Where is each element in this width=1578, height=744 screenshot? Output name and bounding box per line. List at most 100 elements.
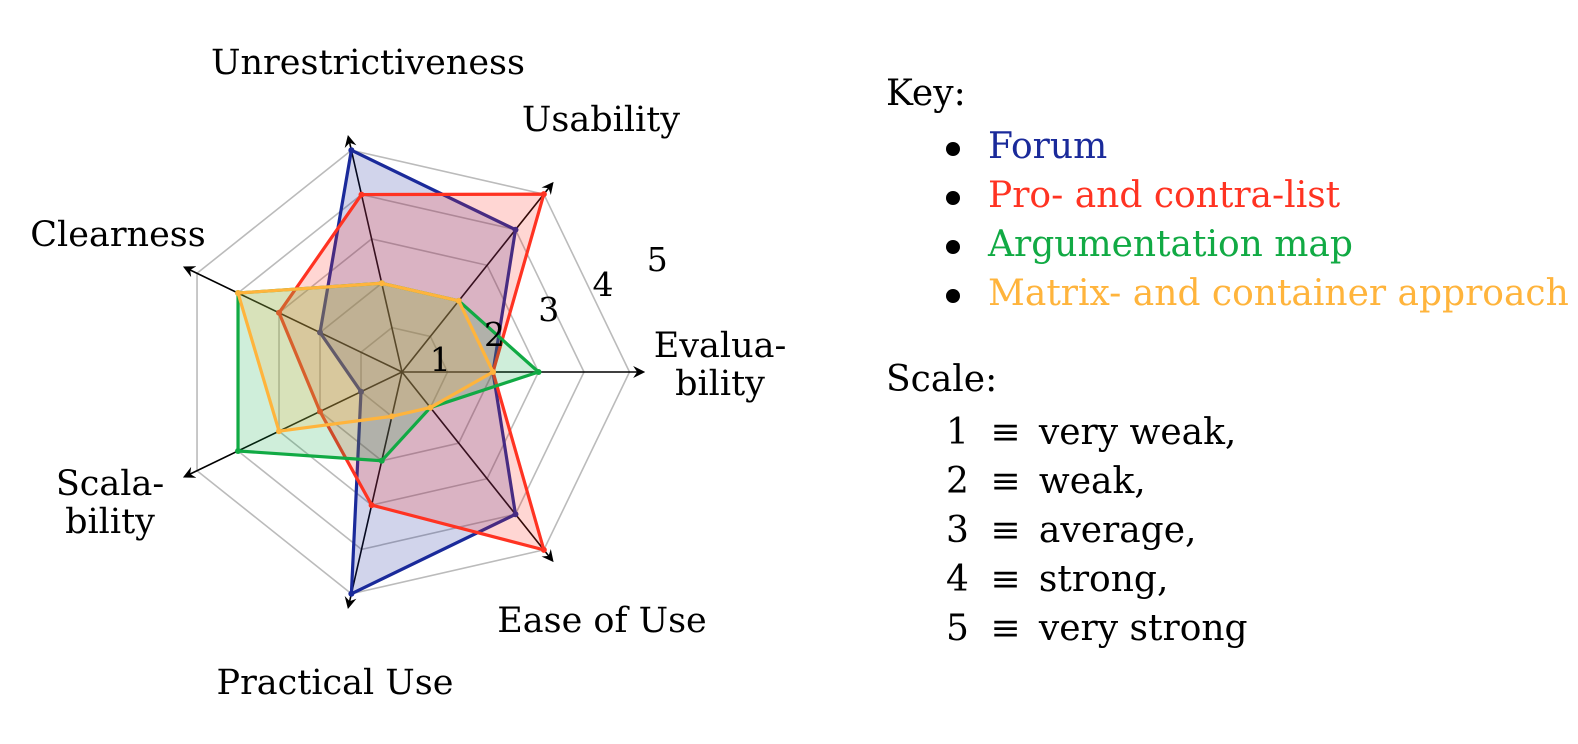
data-point xyxy=(490,369,496,375)
scale-text: strong, xyxy=(1038,559,1169,600)
bullet-icon xyxy=(946,289,960,303)
scale-item: 3 ≡ average, xyxy=(946,506,1566,555)
data-point xyxy=(378,457,385,464)
data-point xyxy=(276,309,283,316)
data-point xyxy=(368,502,375,509)
key-label: Matrix- and container approach xyxy=(988,273,1569,314)
axis-label: Scala-bility xyxy=(56,464,164,542)
data-point xyxy=(276,428,283,435)
key-label: Argumentation map xyxy=(988,224,1353,265)
bullet-icon xyxy=(946,240,960,254)
data-point xyxy=(512,511,519,518)
data-point xyxy=(455,297,462,304)
key-item-pro-contra: Pro- and contra-list xyxy=(946,171,1566,220)
tick-label: 3 xyxy=(538,290,559,329)
scale-item: 5 ≡ very strong xyxy=(946,604,1566,653)
axis-label: Unrestrictiveness xyxy=(211,43,525,83)
equiv-symbol: ≡ xyxy=(990,510,1021,551)
series-layer xyxy=(235,147,547,597)
key-item-argumentation-map: Argumentation map xyxy=(946,220,1566,269)
data-point xyxy=(388,413,395,420)
axis-label: Clearness xyxy=(30,215,205,255)
scale-number: 5 xyxy=(946,608,969,649)
data-point xyxy=(235,290,242,297)
axis-line xyxy=(182,266,403,373)
data-point xyxy=(535,369,542,375)
scale-text: very strong xyxy=(1038,608,1248,649)
equiv-symbol: ≡ xyxy=(990,608,1021,649)
series-area xyxy=(318,148,518,596)
series-0 xyxy=(317,147,519,597)
axis-label: Practical Use xyxy=(217,663,454,703)
data-point xyxy=(358,191,365,198)
bullet-icon xyxy=(946,142,960,156)
scale-text: weak, xyxy=(1038,461,1146,502)
scale-title: Scale: xyxy=(886,359,998,400)
scale-number: 2 xyxy=(946,461,969,502)
scale-number: 4 xyxy=(946,559,969,600)
key-label: Pro- and contra-list xyxy=(988,175,1341,216)
axis-label-line: Usability xyxy=(522,100,680,140)
series-1 xyxy=(276,191,547,553)
key-item-matrix-container: Matrix- and container approach xyxy=(946,269,1569,318)
axis-labels: Evalua-bility Usability UnrestrictivenessC… xyxy=(30,43,786,703)
axis-label-line: Clearness xyxy=(30,215,205,255)
data-point xyxy=(512,226,519,233)
axis-label: Ease of Use xyxy=(497,601,707,641)
axis-line xyxy=(401,181,554,373)
data-point xyxy=(348,590,355,597)
data-point xyxy=(358,388,365,395)
key-title: Key: xyxy=(886,73,966,114)
scale-list: 1 ≡ very weak, 2 ≡ weak, 3 ≡ average, 4 … xyxy=(886,408,1566,653)
legend-panel: Key: Forum Pro- and contra-list Argument… xyxy=(886,70,1569,653)
series-3 xyxy=(235,280,496,435)
axis-line xyxy=(344,371,403,610)
scale-text: very weak, xyxy=(1038,412,1237,453)
scale-number: 1 xyxy=(946,412,969,453)
data-point xyxy=(540,546,547,553)
series-area xyxy=(236,281,495,433)
axis-label-line: Unrestrictiveness xyxy=(211,43,525,83)
key-item-forum: Forum xyxy=(946,122,1566,171)
axis-line xyxy=(344,134,403,373)
equiv-symbol: ≡ xyxy=(990,412,1021,453)
axis-label-line: Scala- xyxy=(56,464,164,504)
tick-label: 1 xyxy=(430,340,451,379)
scale-number: 3 xyxy=(946,510,969,551)
axis-line xyxy=(401,371,554,563)
data-point xyxy=(540,191,547,198)
axis-label-line: Practical Use xyxy=(217,663,454,703)
axis-line xyxy=(182,371,403,478)
data-point xyxy=(317,408,324,415)
axis-label-line: bility xyxy=(675,364,765,404)
scale-item: 1 ≡ very weak, xyxy=(946,408,1566,457)
bullet-icon xyxy=(946,191,960,205)
axis-label-line: Ease of Use xyxy=(497,601,707,641)
axis-label-line: Evalua- xyxy=(654,326,787,366)
scale-text: average, xyxy=(1038,510,1197,551)
axis-label-line: bility xyxy=(65,502,155,542)
scale-item: 4 ≡ strong, xyxy=(946,555,1566,604)
grid-ring-5 xyxy=(196,149,631,595)
scale-item: 2 ≡ weak, xyxy=(946,457,1566,506)
data-point xyxy=(378,280,385,287)
series-area xyxy=(277,192,546,552)
tick-label: 4 xyxy=(593,265,614,304)
tick-label: 5 xyxy=(647,240,668,279)
axis-label: Usability xyxy=(522,100,680,140)
grid-ring-3 xyxy=(278,238,540,506)
equiv-symbol: ≡ xyxy=(990,559,1021,600)
axis-label: Evalua-bility xyxy=(654,326,787,404)
data-point xyxy=(317,329,324,336)
key-list: Forum Pro- and contra-list Argumentation… xyxy=(886,122,1569,318)
key-label: Forum xyxy=(988,126,1108,167)
data-point xyxy=(235,447,242,454)
axes xyxy=(182,134,646,610)
tick-label: 2 xyxy=(484,315,505,354)
data-point xyxy=(427,404,434,411)
equiv-symbol: ≡ xyxy=(990,461,1021,502)
data-point xyxy=(348,147,355,154)
